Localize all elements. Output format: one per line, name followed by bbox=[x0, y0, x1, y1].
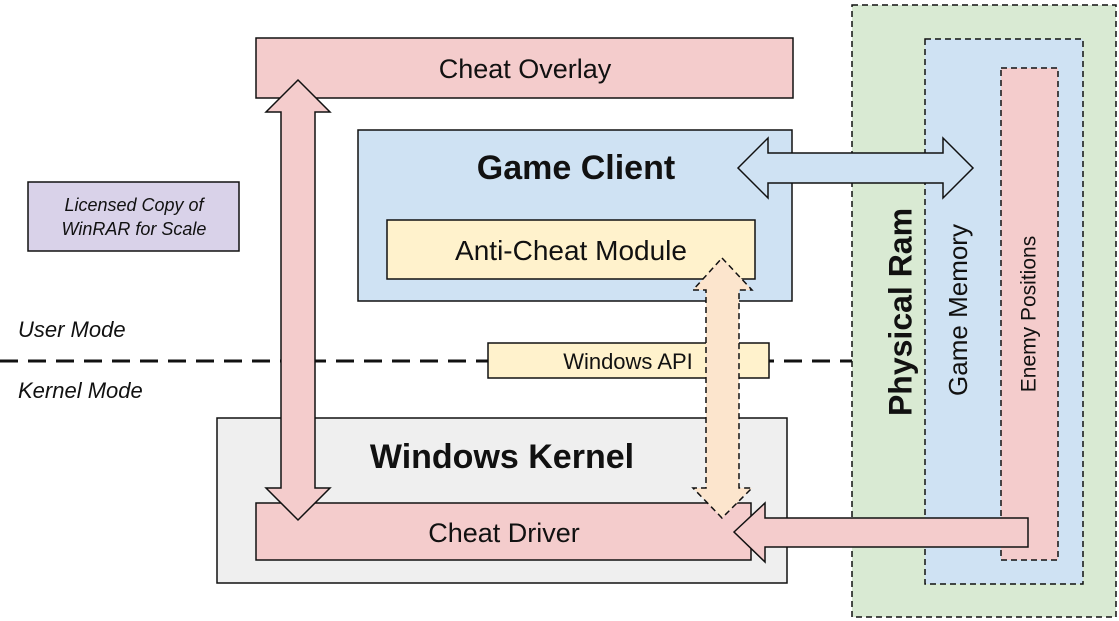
cheat-overlay-label: Cheat Overlay bbox=[439, 54, 612, 84]
user-mode-label: User Mode bbox=[18, 317, 126, 342]
enemy-positions-label: Enemy Positions bbox=[1018, 236, 1041, 392]
windows-kernel-label: Windows Kernel bbox=[370, 438, 634, 476]
windows-api-label: Windows API bbox=[563, 349, 693, 374]
enemy-positions-box bbox=[1000, 67, 1059, 561]
game-client-label: Game Client bbox=[477, 149, 675, 187]
anti-cheat-label: Anti-Cheat Module bbox=[455, 235, 687, 266]
anti-cheat-box bbox=[386, 219, 756, 280]
anticheat-driver-arrow bbox=[691, 256, 754, 520]
kernel-mode-label: Kernel Mode bbox=[18, 378, 143, 403]
overlay-driver-arrow bbox=[264, 78, 332, 522]
enemy-driver-arrow bbox=[732, 501, 1029, 564]
physical-ram-label: Physical Ram bbox=[882, 208, 918, 416]
cheat-driver-label: Cheat Driver bbox=[428, 518, 580, 548]
winrar-note-box bbox=[27, 181, 240, 252]
winrar-note-line1: Licensed Copy of bbox=[64, 195, 205, 215]
client-memory-arrow bbox=[736, 136, 975, 200]
game-memory-label: Game Memory bbox=[943, 224, 973, 396]
winrar-note-line2: WinRAR for Scale bbox=[62, 219, 207, 239]
cheat-overlay-box bbox=[255, 37, 794, 99]
